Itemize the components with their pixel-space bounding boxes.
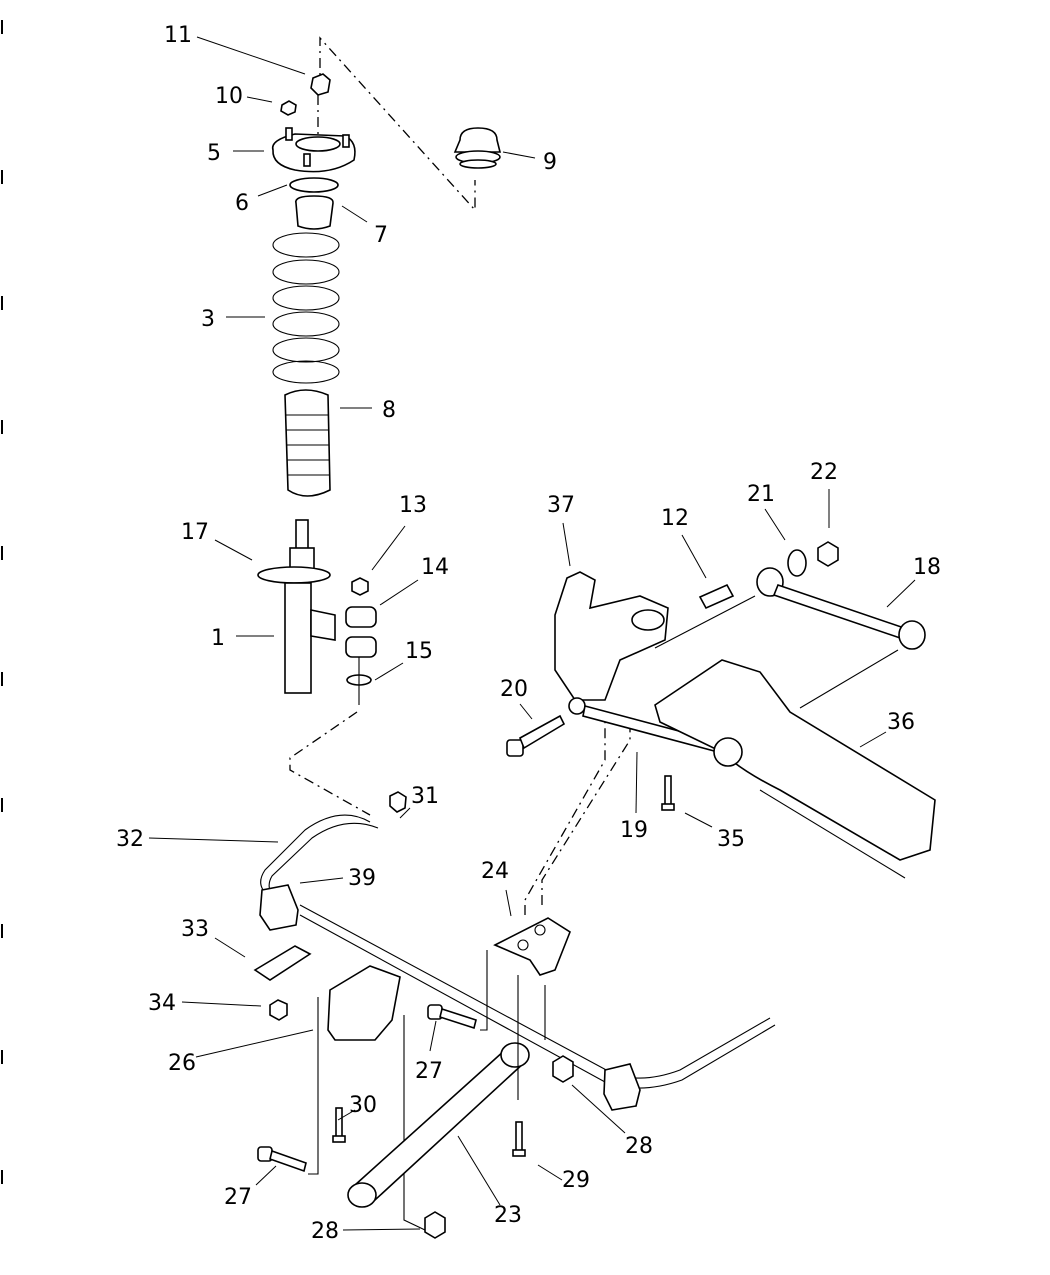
- callout-15: 15: [405, 639, 433, 664]
- callout-27-lower: 27: [224, 1185, 252, 1210]
- bushing-39: [259, 884, 299, 931]
- callout-9: 9: [543, 150, 557, 175]
- callout-12: 12: [661, 506, 689, 531]
- callout-19: 19: [620, 818, 648, 843]
- callout-22: 22: [810, 460, 838, 485]
- cap-9: [453, 127, 502, 153]
- washer-21: [787, 549, 807, 577]
- callout-28-right: 28: [625, 1134, 653, 1159]
- bolt-12: [698, 583, 735, 610]
- callout-7: 7: [374, 223, 388, 248]
- bracket-26: [327, 965, 401, 1041]
- bumper-7: [295, 195, 334, 230]
- bracket-24: [480, 720, 631, 1100]
- stabilizer-bar-32: [259, 791, 776, 1111]
- callout-3: 3: [201, 307, 215, 332]
- callout-23: 23: [494, 1203, 522, 1228]
- callout-10: 10: [215, 84, 243, 109]
- callout-1: 1: [211, 626, 225, 651]
- callout-6: 6: [235, 191, 249, 216]
- callout-11: 11: [164, 23, 192, 48]
- callout-26: 26: [168, 1051, 196, 1076]
- callout-20: 20: [500, 677, 528, 702]
- callout-17: 17: [181, 520, 209, 545]
- callout-27-upper: 27: [415, 1059, 443, 1084]
- bolt-27b: [257, 1146, 307, 1173]
- callout-8: 8: [382, 398, 396, 423]
- spring-seat-17: [257, 566, 331, 584]
- callout-21: 21: [747, 482, 775, 507]
- bolt-29: [515, 1121, 523, 1153]
- washer-6: [289, 177, 339, 193]
- callout-13: 13: [399, 493, 427, 518]
- link-23: [347, 1042, 530, 1208]
- edge-marks: [1, 20, 3, 1184]
- bushing-14: [345, 606, 377, 628]
- callout-31: 31: [411, 784, 439, 809]
- callout-34: 34: [148, 991, 176, 1016]
- callout-14: 14: [421, 555, 449, 580]
- callout-5: 5: [207, 141, 221, 166]
- nut-11: [310, 73, 331, 96]
- callout-36: 36: [887, 710, 915, 735]
- bolt-35: [664, 775, 672, 807]
- leader-lines: [148, 36, 916, 1231]
- link-18: [756, 567, 926, 650]
- coil-spring-3: [272, 232, 340, 384]
- callout-32: 32: [116, 827, 144, 852]
- dust-boot-8: [284, 389, 331, 497]
- crossmember-36: [654, 659, 936, 879]
- callout-39: 39: [348, 866, 376, 891]
- nut-31: [389, 791, 407, 813]
- callout-30: 30: [349, 1093, 377, 1118]
- callout-28-lower: 28: [311, 1219, 339, 1244]
- assembly-line-top: [319, 36, 476, 212]
- callouts: 11 10 5 6 7 9 3 8 17 1 13 14 15 37 12 21…: [116, 23, 941, 1244]
- callout-18: 18: [913, 555, 941, 580]
- nut-34: [269, 999, 288, 1021]
- plate-33: [253, 945, 312, 981]
- bolt-27a: [427, 1004, 477, 1030]
- bolt-30: [335, 1107, 343, 1139]
- nut-28b: [424, 1211, 446, 1239]
- callout-37: 37: [547, 493, 575, 518]
- nut-10: [280, 100, 297, 116]
- nut-13: [351, 577, 369, 596]
- callout-35: 35: [717, 827, 745, 852]
- callout-33: 33: [181, 917, 209, 942]
- bolt-20: [506, 714, 566, 757]
- nut-28a: [552, 1055, 574, 1083]
- callout-29: 29: [562, 1168, 590, 1193]
- knuckle-37: [554, 571, 669, 715]
- strut-1: [257, 519, 336, 694]
- callout-24: 24: [481, 859, 509, 884]
- assembly-line-link: [289, 711, 371, 816]
- nut-22: [817, 541, 839, 567]
